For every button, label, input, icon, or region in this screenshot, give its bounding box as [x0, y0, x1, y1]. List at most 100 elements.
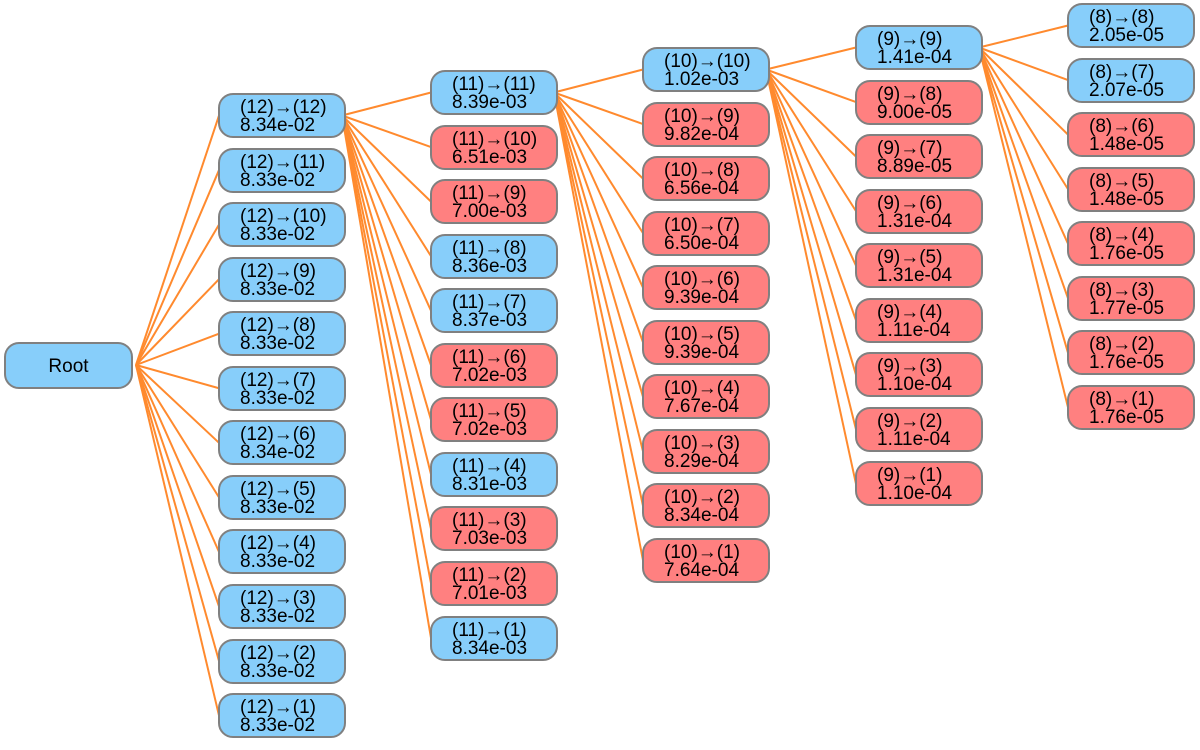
node-label: (10)→(6) [664, 269, 741, 291]
tree-edge [135, 364, 220, 662]
tree-node[interactable]: (12)→(10)8.33e-02 [218, 202, 346, 248]
node-label: (8)→(1) [1089, 388, 1155, 410]
node-label: (12)→(8) [240, 315, 317, 337]
tree-edge [135, 364, 220, 716]
node-label: (12)→(12) [240, 97, 327, 118]
tree-node[interactable]: (9)→(9)1.41e-04 [855, 25, 983, 70]
tree-edge [765, 69, 857, 376]
tree-node[interactable]: (9)→(2)1.11e-04 [855, 406, 983, 452]
tree-edge [765, 69, 857, 321]
tree-node[interactable]: (12)→(7)8.33e-02 [218, 365, 346, 411]
tree-edge [978, 46, 1069, 190]
tree-node[interactable]: (11)→(4)8.31e-03 [430, 451, 558, 497]
tree-node[interactable]: (12)→(4)8.33e-02 [218, 529, 346, 575]
tree-node[interactable]: (10)→(4)7.67e-04 [642, 374, 770, 420]
tree-node[interactable]: (9)→(5)1.31e-04 [855, 243, 983, 289]
tree-node[interactable]: (8)→(3)1.77e-05 [1067, 275, 1195, 321]
tree-node[interactable]: (11)→(3)7.03e-03 [430, 506, 558, 552]
tree-node[interactable]: (11)→(6)7.02e-03 [430, 342, 558, 388]
tree-node[interactable]: (12)→(9)8.33e-02 [218, 256, 346, 302]
tree-node[interactable]: (12)→(12)8.34e-02 [218, 93, 346, 138]
tree-edge [765, 68, 857, 103]
tree-node[interactable]: (12)→(11)8.33e-02 [218, 147, 346, 193]
tree-node[interactable]: (12)→(3)8.33e-02 [218, 583, 346, 629]
node-value: 1.48e-05 [1089, 134, 1165, 156]
tree-node[interactable]: (12)→(2)8.33e-02 [218, 638, 346, 684]
tree-node[interactable]: (10)→(2)8.34e-04 [642, 483, 770, 529]
node-label: (9)→(4) [877, 301, 943, 323]
tree-edge [765, 69, 857, 430]
tree-node[interactable]: (11)→(1)8.34e-03 [430, 615, 558, 661]
tree-node[interactable]: (12)→(8)8.33e-02 [218, 311, 346, 357]
node-label: (12)→(9) [240, 260, 317, 282]
tree-node[interactable]: (11)→(5)7.02e-03 [430, 397, 558, 443]
tree-node[interactable]: (8)→(6)1.48e-05 [1067, 112, 1195, 158]
tree-node[interactable]: (12)→(5)8.33e-02 [218, 474, 346, 520]
tree-node[interactable]: (9)→(8)9.00e-05 [855, 79, 983, 125]
tree-node[interactable]: (9)→(6)1.31e-04 [855, 188, 983, 234]
node-value: 8.33e-02 [240, 551, 316, 573]
tree-node[interactable]: (11)→(8)8.36e-03 [430, 233, 558, 279]
tree-edge [341, 114, 432, 257]
node-value: 1.76e-05 [1089, 352, 1165, 374]
tree-node[interactable]: (10)→(7)6.50e-04 [642, 210, 770, 256]
tree-node[interactable]: (10)→(9)9.82e-04 [642, 101, 770, 147]
tree-node[interactable]: (12)→(6)8.34e-02 [218, 420, 346, 466]
node-value: 8.33e-02 [240, 278, 316, 300]
tree-node[interactable]: (10)→(10)1.02e-03 [642, 47, 770, 92]
node-value: 7.01e-03 [452, 582, 528, 604]
tree-edge [765, 68, 857, 158]
node-value: 1.10e-04 [877, 483, 953, 505]
node-value: 1.31e-04 [877, 265, 953, 287]
node-value: 8.33e-02 [240, 387, 316, 409]
tree-node[interactable]: (8)→(8)2.05e-05 [1067, 3, 1195, 48]
tree-edge [135, 364, 220, 498]
node-label: (9)→(2) [877, 410, 943, 432]
tree-edge [553, 92, 644, 398]
node-value: 1.77e-05 [1089, 297, 1165, 319]
node-value: 6.50e-04 [664, 232, 740, 254]
tree-node[interactable]: (8)→(5)1.48e-05 [1067, 166, 1195, 212]
node-label: (11)→(7) [452, 292, 527, 314]
node-label: (12)→(10) [240, 206, 327, 228]
tree-node[interactable]: (9)→(7)8.89e-05 [855, 134, 983, 180]
tree-node[interactable]: (10)→(8)6.56e-04 [642, 156, 770, 202]
tree-edge [553, 91, 644, 125]
tree-edge [341, 115, 432, 639]
tree-edge [135, 364, 220, 444]
tree-node[interactable]: (11)→(11)8.39e-03 [430, 70, 558, 115]
tree-edge [341, 115, 432, 530]
tree-node[interactable]: (8)→(4)1.76e-05 [1067, 221, 1195, 267]
node-label: (11)→(5) [452, 401, 527, 423]
tree-node[interactable]: (10)→(5)9.39e-04 [642, 319, 770, 365]
node-label: (12)→(1) [240, 697, 317, 719]
tree-node[interactable]: (8)→(2)1.76e-05 [1067, 330, 1195, 376]
node-value: 6.56e-04 [664, 178, 740, 200]
node-value: 1.76e-05 [1089, 406, 1165, 428]
tree-node[interactable]: (11)→(7)8.37e-03 [430, 288, 558, 334]
node-label: (11)→(4) [452, 455, 527, 477]
tree-node[interactable]: (10)→(3)8.29e-04 [642, 428, 770, 474]
node-value: 8.34e-02 [240, 115, 316, 136]
tree-edge [341, 115, 432, 421]
tree-node[interactable]: (11)→(2)7.01e-03 [430, 560, 558, 606]
node-value: 1.11e-04 [877, 428, 951, 450]
tree-edge [978, 47, 1069, 354]
node-value: 8.31e-03 [452, 473, 528, 495]
root-node[interactable]: Root [4, 342, 133, 389]
tree-node[interactable]: (10)→(1)7.64e-04 [642, 537, 770, 583]
tree-node[interactable]: (8)→(7)2.07e-05 [1067, 57, 1195, 103]
node-label: (11)→(3) [452, 510, 527, 532]
tree-node[interactable]: (11)→(9)7.00e-03 [430, 179, 558, 225]
tree-edge [978, 46, 1069, 136]
tree-node[interactable]: (11)→(10)6.51e-03 [430, 124, 558, 170]
tree-node[interactable]: (9)→(1)1.10e-04 [855, 461, 983, 507]
tree-node[interactable]: (9)→(4)1.11e-04 [855, 297, 983, 343]
tree-edge [135, 115, 220, 366]
tree-node[interactable]: (8)→(1)1.76e-05 [1067, 384, 1195, 430]
node-label: (8)→(4) [1089, 225, 1155, 247]
tree-node[interactable]: (9)→(3)1.10e-04 [855, 352, 983, 398]
tree-node[interactable]: (12)→(1)8.33e-02 [218, 693, 346, 739]
tree-node[interactable]: (10)→(6)9.39e-04 [642, 265, 770, 311]
node-value: 8.33e-02 [240, 660, 316, 682]
